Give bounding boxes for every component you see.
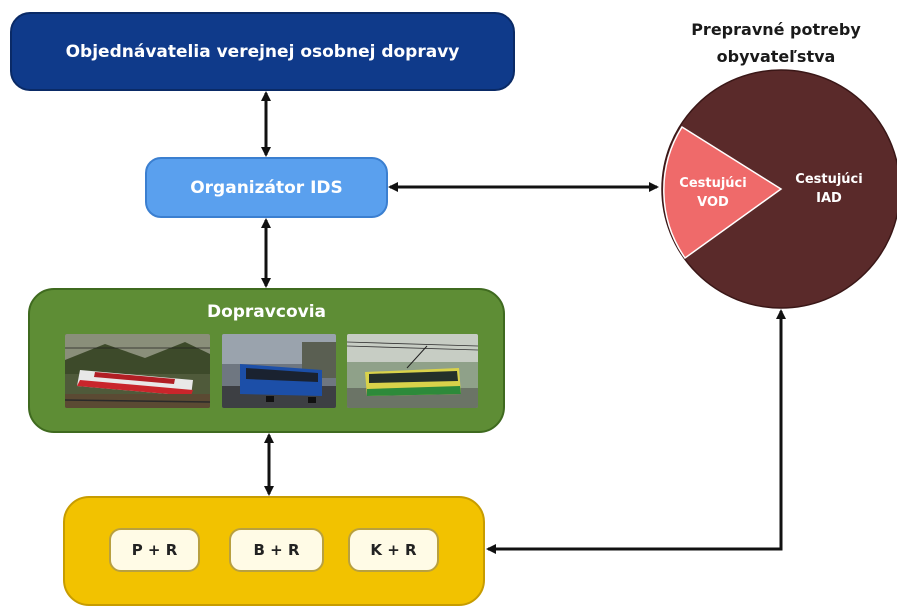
park-and-ride-item: P + R bbox=[109, 528, 200, 572]
needs-title: Prepravné potreby obyvateľstva bbox=[660, 16, 892, 70]
trolleybus-photo bbox=[347, 334, 478, 408]
ids-organizer-box: Organizátor IDS bbox=[145, 157, 388, 218]
pie-label-iad: Cestujúci IAD bbox=[786, 170, 872, 208]
needs-title-line1: Prepravné potreby bbox=[691, 20, 861, 39]
orderers-label: Objednávatelia verejnej osobnej dopravy bbox=[65, 41, 460, 62]
pie-label-vod: Cestujúci VOD bbox=[670, 174, 756, 212]
pie-label-vod-line1: Cestujúci bbox=[679, 176, 747, 191]
pie-label-iad-line2: IAD bbox=[816, 191, 842, 206]
arrow-park-needs bbox=[486, 309, 786, 554]
park-and-ride-box: P + R B + R K + R bbox=[63, 496, 485, 606]
orderers-box: Objednávatelia verejnej osobnej dopravy bbox=[10, 12, 515, 91]
train-photo bbox=[65, 334, 210, 408]
carriers-title: Dopravcovia bbox=[206, 302, 327, 322]
pie-slice-vod bbox=[663, 125, 783, 260]
needs-title-line2: obyvateľstva bbox=[716, 47, 836, 66]
pie-label-vod-line2: VOD bbox=[697, 195, 729, 210]
bike-and-ride-item: B + R bbox=[229, 528, 324, 572]
needs-pie-chart bbox=[661, 69, 897, 309]
pie-label-iad-line1: Cestujúci bbox=[795, 172, 863, 187]
kiss-and-ride-item: K + R bbox=[348, 528, 439, 572]
carriers-box: Dopravcovia bbox=[28, 288, 505, 433]
ids-organizer-label: Organizátor IDS bbox=[190, 177, 343, 198]
bus-photo bbox=[222, 334, 336, 408]
